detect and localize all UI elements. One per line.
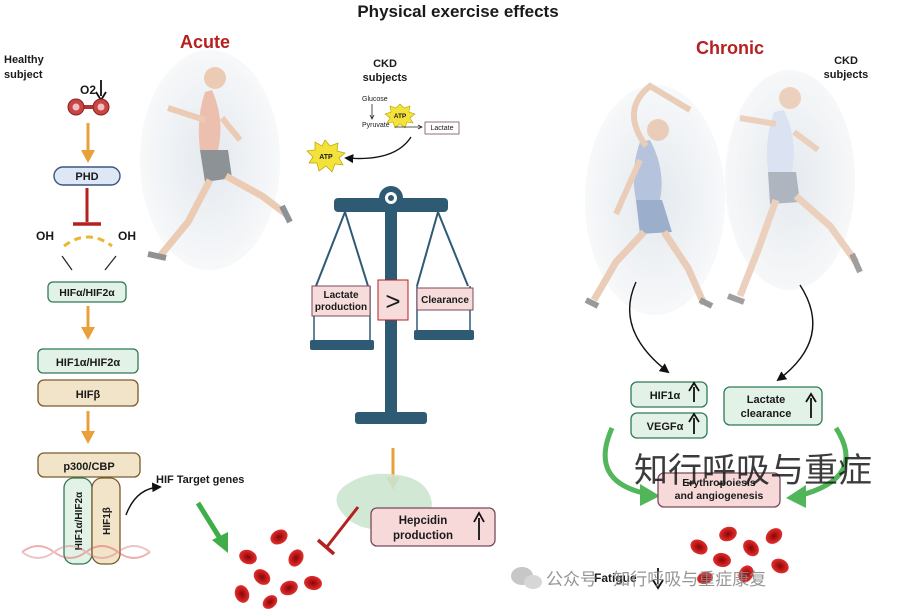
hepcidin-production-box bbox=[370, 507, 496, 547]
erythropoiesis-line2: and angiogenesis bbox=[675, 490, 764, 502]
up-arrow-icon bbox=[688, 412, 700, 434]
acute-heading: Acute bbox=[180, 32, 230, 52]
orange-arrow-icon bbox=[81, 411, 95, 444]
chronic-red-blood-cells bbox=[690, 526, 789, 585]
hepcidin-line1: Hepcidin bbox=[399, 515, 448, 527]
atp-burst-small-icon bbox=[384, 103, 416, 129]
dna-strand-icon bbox=[21, 545, 151, 559]
down-arrow-icon bbox=[652, 568, 664, 590]
atp-large-label: ATP bbox=[319, 154, 333, 161]
glucose-label: Glucose bbox=[362, 96, 388, 103]
hif-alpha-label: HIFα/HIF2α bbox=[59, 287, 115, 299]
watermark-small: 公众号 · 知行呼吸与重症康复 bbox=[546, 570, 766, 590]
chronic-right-arrow bbox=[776, 284, 814, 382]
glycolysis-arrow-head bbox=[369, 114, 375, 120]
chronic-stretching-figure bbox=[584, 82, 725, 315]
pyruvate-to-lactate-arrow-head bbox=[417, 124, 423, 130]
lactate-mini-box bbox=[424, 121, 460, 135]
erythropoiesis-line1: Erythropoiesis bbox=[682, 477, 756, 489]
ckd-subjects-center-line2: subjects bbox=[363, 72, 408, 84]
healthy-subject-line2: subject bbox=[4, 69, 43, 81]
erythropoiesis-box bbox=[657, 472, 781, 508]
p300-cbp-box bbox=[37, 452, 141, 478]
phd-label: PHD bbox=[75, 171, 98, 183]
lactate-production-line1: Lactate bbox=[323, 290, 358, 301]
atp-burst-large-icon bbox=[306, 139, 346, 173]
lactate-clearance-line1: Lactate bbox=[747, 394, 786, 406]
hepcidin-line2: production bbox=[393, 530, 453, 542]
chronic-runner-figure bbox=[725, 70, 863, 305]
hif1a-chronic-box bbox=[630, 381, 708, 408]
oh-right-label: OH bbox=[118, 229, 136, 243]
ckd-subjects-center-line1: CKD bbox=[373, 58, 397, 70]
oh-left-label: OH bbox=[36, 229, 54, 243]
orange-arrow-icon bbox=[81, 306, 95, 340]
hif1a-hif2a-label: HIF1α/HIF2α bbox=[56, 357, 120, 369]
green-arrow-icon bbox=[195, 501, 228, 553]
comparator-box bbox=[377, 279, 409, 321]
hif-target-genes-label: HIF Target genes bbox=[156, 474, 244, 486]
clearance-box bbox=[416, 287, 474, 311]
chronic-heading: Chronic bbox=[696, 38, 764, 58]
hif-beta-label: HIFβ bbox=[76, 389, 101, 401]
hif-vertical-beta-box bbox=[91, 477, 121, 565]
bond-line-right bbox=[104, 255, 117, 271]
o2-down-arrow-icon bbox=[95, 80, 107, 102]
pyruvate-label: Pyruvate bbox=[362, 122, 390, 129]
wechat-logo-icon bbox=[511, 567, 542, 589]
lactate-feedback-arrow bbox=[344, 136, 412, 164]
acute-runner-figure bbox=[140, 50, 293, 270]
hif1a-hif2a-box bbox=[37, 348, 139, 374]
phd-box bbox=[53, 166, 121, 186]
inhibition-icon bbox=[73, 188, 101, 226]
green-curve-arrow-right bbox=[786, 426, 849, 508]
lactate-production-line2: production bbox=[315, 302, 367, 313]
up-arrow-icon bbox=[688, 381, 700, 402]
figure-title: Physical exercise effects bbox=[357, 2, 558, 21]
hif1a-chronic-label: HIF1α bbox=[650, 390, 681, 402]
hif-beta-box bbox=[37, 379, 139, 407]
hif-vertical-beta-label: HIF1β bbox=[102, 507, 113, 535]
target-genes-arrow bbox=[125, 482, 162, 516]
chronic-left-arrow bbox=[628, 281, 670, 374]
bond-line-left bbox=[61, 255, 73, 271]
hif-alpha-box bbox=[47, 281, 127, 303]
fatigue-label: Fatigue bbox=[594, 571, 637, 585]
acute-red-blood-cells bbox=[234, 529, 322, 609]
atp-small-label: ATP bbox=[394, 113, 407, 120]
ckd-subjects-right-line2: subjects bbox=[824, 69, 869, 81]
vegfa-label: VEGFα bbox=[647, 421, 684, 433]
up-arrow-icon bbox=[473, 511, 485, 540]
comparator-symbol: > bbox=[385, 286, 400, 316]
lactate-clearance-line2: clearance bbox=[741, 408, 792, 420]
clearance-label: Clearance bbox=[421, 295, 469, 306]
ckd-subjects-right-line1: CKD bbox=[834, 55, 858, 67]
p300-cbp-label: p300/CBP bbox=[63, 461, 114, 473]
healthy-subject-line1: Healthy bbox=[4, 54, 45, 66]
hif-vertical-alpha-label: HIF1α/HIF2α bbox=[74, 491, 85, 550]
lactate-clearance-box bbox=[723, 386, 823, 426]
hepcidin-inhibition-icon bbox=[316, 506, 360, 556]
o2-label: O2 bbox=[80, 83, 96, 97]
hydroxyl-bond-dashes bbox=[63, 235, 113, 248]
orange-arrow-icon bbox=[81, 123, 95, 163]
green-curve-arrow-left bbox=[602, 426, 660, 506]
lactate-production-box bbox=[311, 285, 371, 317]
watermark-large: 知行呼吸与重症 bbox=[634, 451, 872, 491]
lactate-mini-label: Lactate bbox=[431, 125, 454, 132]
vegfa-box bbox=[630, 412, 708, 439]
oxygen-molecule-icon bbox=[67, 98, 110, 116]
up-arrow-icon bbox=[805, 392, 817, 418]
